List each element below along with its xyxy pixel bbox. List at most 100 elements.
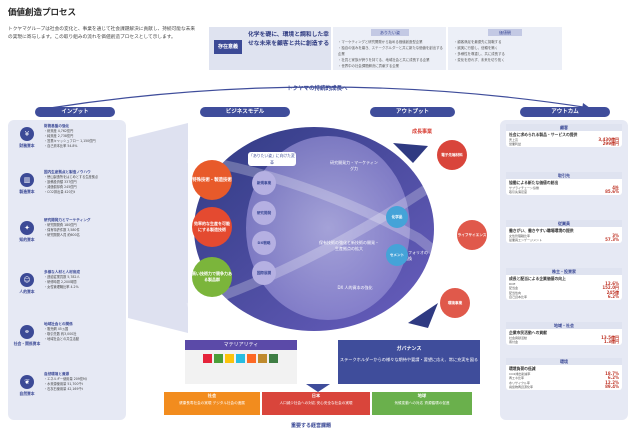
outcome-metric: 寄付金 bbox=[509, 340, 519, 345]
input-line: ・研究開発人員 約600名 bbox=[44, 233, 80, 237]
rd-marketing-label: 研究開発力・マーケティング力 bbox=[330, 160, 378, 171]
outcome-value: 152.0円 bbox=[602, 285, 619, 291]
input-natural: ❦自然資本 自然環境と資源 ・エネルギー使用量 209億MJ・水資源使用量 51… bbox=[12, 372, 124, 410]
aspiration-head: ありたい姿 bbox=[371, 29, 409, 36]
outcome-value: 3,430億円 bbox=[598, 137, 619, 142]
inner-circle-3: DX戦略 bbox=[252, 231, 276, 255]
input-head: 国内生産拠点と製造ノウハウ bbox=[44, 170, 91, 174]
materiality-head: マテリアリティ bbox=[185, 340, 297, 350]
outcome-metric: 女性管理職比率 bbox=[509, 234, 531, 238]
outcome-statement: 働きがい、働きやすい職場環境の提供 bbox=[509, 228, 574, 233]
governance-box: ガバナンス ステークホルダーからの様々な期待や要請・要望に応え、常に充実を図る bbox=[338, 340, 480, 384]
growth-label: トクヤマの持続的成長へ bbox=[287, 86, 348, 92]
input-line: ・販売網 45ヵ国 bbox=[44, 327, 69, 331]
outcome-value: 6.2% bbox=[607, 294, 619, 300]
outcome-value: 4社 bbox=[612, 185, 619, 190]
outcome-head: 顧客 bbox=[506, 124, 622, 131]
strengths-label: トクヤマの強み bbox=[196, 138, 233, 144]
input-head: 多様な人材と人材育成 bbox=[44, 270, 80, 274]
outcome-metric: 取引先満足度 bbox=[509, 190, 528, 195]
chemicals-circle: 化学品 bbox=[386, 206, 408, 228]
input-line: ・総資産 4,762億円 bbox=[44, 129, 74, 133]
input-line: ・石灰石使用量 42,169千t bbox=[44, 387, 83, 391]
input-label: 社会・関係資本 bbox=[13, 341, 41, 346]
purpose-label: 存在意義 bbox=[214, 40, 242, 54]
input-header: インプット bbox=[35, 107, 115, 117]
aspiration-line: ・独自の強みを磨き、ステークホルダーと共に新たな価値を創出する企業 bbox=[338, 46, 443, 56]
purpose-text: 化学を礎に、環境と調和した幸せな未来を顧客と共に創造する bbox=[248, 32, 330, 47]
outcome-value: 12.6% bbox=[605, 281, 619, 286]
sdg-icon bbox=[247, 354, 256, 363]
outcome-head: 株主・投資家 bbox=[506, 268, 622, 275]
footer-label: 重要する経営課題 bbox=[291, 423, 332, 429]
issue-head: 社会 bbox=[207, 393, 217, 398]
sdg-icon bbox=[225, 354, 234, 363]
aspiration-line: ・世界中の社会課題解決に貢献する企業 bbox=[338, 64, 400, 68]
strength-circle-3: 高い技術力で競争力ある製品群 bbox=[192, 257, 232, 297]
inner-circle-2: 研究開発 bbox=[252, 201, 276, 225]
inner-circle-4: 国際展開 bbox=[252, 261, 276, 285]
outcome-head: 従業員 bbox=[506, 220, 622, 227]
issue-text: 人口減少社会への対応 安心安全な社会の実現 bbox=[279, 401, 353, 405]
outcome-value: 85.6% bbox=[605, 189, 619, 195]
outcome-value: 12.2% bbox=[605, 379, 619, 385]
outcome-value: 299億円 bbox=[602, 141, 619, 147]
page-title: 価値創造プロセス bbox=[8, 8, 77, 18]
outcome-metric: 従業員エンゲージメント bbox=[509, 238, 542, 243]
issue-text: 健康長寿社会の実現 デジタル社会の進展 bbox=[179, 401, 245, 405]
input-head: 自然環境と資源 bbox=[44, 372, 70, 376]
cement-circle: セメント bbox=[386, 244, 408, 266]
values-head: 価値観 bbox=[488, 29, 522, 36]
issue-head: 地球 bbox=[417, 393, 427, 398]
input-manufacturing: ▥製造資本 国内生産拠点と製造ノウハウ ・徳山製造所をはじめとする生産拠点・設備… bbox=[12, 170, 124, 208]
input-line: ・連結従業員数 5,782人 bbox=[44, 275, 80, 279]
issue-japan: 日本 人口減少社会への対応 安心安全な社会の実現 bbox=[262, 392, 370, 415]
outcome-value: 13.5億円 bbox=[601, 335, 619, 340]
input-line: ・女性管理職比率 4.2% bbox=[44, 285, 79, 289]
sdg-icon bbox=[236, 354, 245, 363]
input-label: 自然資本 bbox=[19, 391, 35, 396]
inner-circle-1: 新規事業 bbox=[252, 171, 276, 195]
input-line: ・保有特許件数 3,580件 bbox=[44, 228, 80, 232]
sdg-icon bbox=[269, 354, 278, 363]
input-line: ・徳山製造所をはじめとする生産拠点 bbox=[44, 175, 99, 179]
aspiration-text: ・マーケティングと研究開発から始める価値創造型企業 ・独自の強みを磨き、ステーク… bbox=[338, 39, 444, 69]
values-line: ・変化を恐れず、未来を切り拓く bbox=[454, 58, 505, 62]
intro-text: トクヤマグループは社会の変化と、事業を通じて社会課題解決に貢献し、持続可能な未来… bbox=[8, 27, 196, 40]
transform-label: 「ありたい姿」に向けた変革 bbox=[248, 152, 296, 166]
outcome-value: 6.2% bbox=[607, 375, 619, 381]
outcome-head: 取引先 bbox=[506, 172, 622, 179]
input-line: ・研究開発費 180億円 bbox=[44, 223, 77, 227]
outcome-metric: CO2排出削減率 bbox=[509, 372, 531, 376]
input-line: ・水資源使用量 51,700千t bbox=[44, 382, 83, 386]
outcome-value: 3% bbox=[612, 233, 619, 238]
outcome-metric: 廃棄物再資源化率 bbox=[509, 385, 534, 390]
values-line: ・誠実に行動し、信頼を築く bbox=[454, 46, 499, 50]
leaf-icon: ❦ bbox=[20, 375, 34, 389]
input-line: ・CO2排出量 420万t bbox=[44, 190, 76, 194]
output-header: アウトプット bbox=[370, 107, 455, 117]
input-intellectual: ✦知的資本 研究開発力とマーケティング ・研究開発費 180億円・保有特許件数 … bbox=[12, 218, 124, 256]
outcome-metric: 水リサイクル率 bbox=[509, 380, 530, 385]
governance-head: ガバナンス bbox=[396, 346, 422, 352]
outcome-employees: 従業員 働きがい、働きやすい職場環境の提供 女性管理職比率 3% 従業員エンゲージ… bbox=[506, 220, 622, 243]
outcome-statement: 環境負荷の低減 bbox=[509, 366, 536, 371]
down-arrow-icon bbox=[306, 384, 330, 392]
outcome-value: 245億 bbox=[606, 289, 619, 295]
aspiration-line: ・マーケティングと研究開発から始める価値創造型企業 bbox=[338, 40, 423, 44]
aspiration-line: ・社員と家族が誇りを持てる、地域社会と共に成長する企業 bbox=[338, 58, 430, 62]
input-label: 知的資本 bbox=[19, 237, 35, 242]
input-line: ・営業キャッシュフロー 1,150億円 bbox=[44, 139, 96, 143]
outcome-head: 地域・社会 bbox=[506, 322, 622, 329]
factory-icon: ▥ bbox=[20, 173, 34, 187]
input-financial: ¥財務資本 財務基盤の強化 ・総資産 4,762億円・純資産 2,738億円・営… bbox=[12, 124, 124, 162]
input-line: ・地域社会との共生活動 bbox=[44, 337, 80, 341]
strength-circle-2: 効率的な生産を可能にする製造技術 bbox=[192, 207, 232, 247]
input-label: 財務資本 bbox=[19, 143, 35, 148]
outcome-statement: 社会に求められる製品・サービスの提供 bbox=[509, 132, 578, 137]
issue-society: 社会 健康長寿社会の実現 デジタル社会の進展 bbox=[164, 392, 260, 415]
outcome-metric: ROE bbox=[509, 282, 516, 286]
